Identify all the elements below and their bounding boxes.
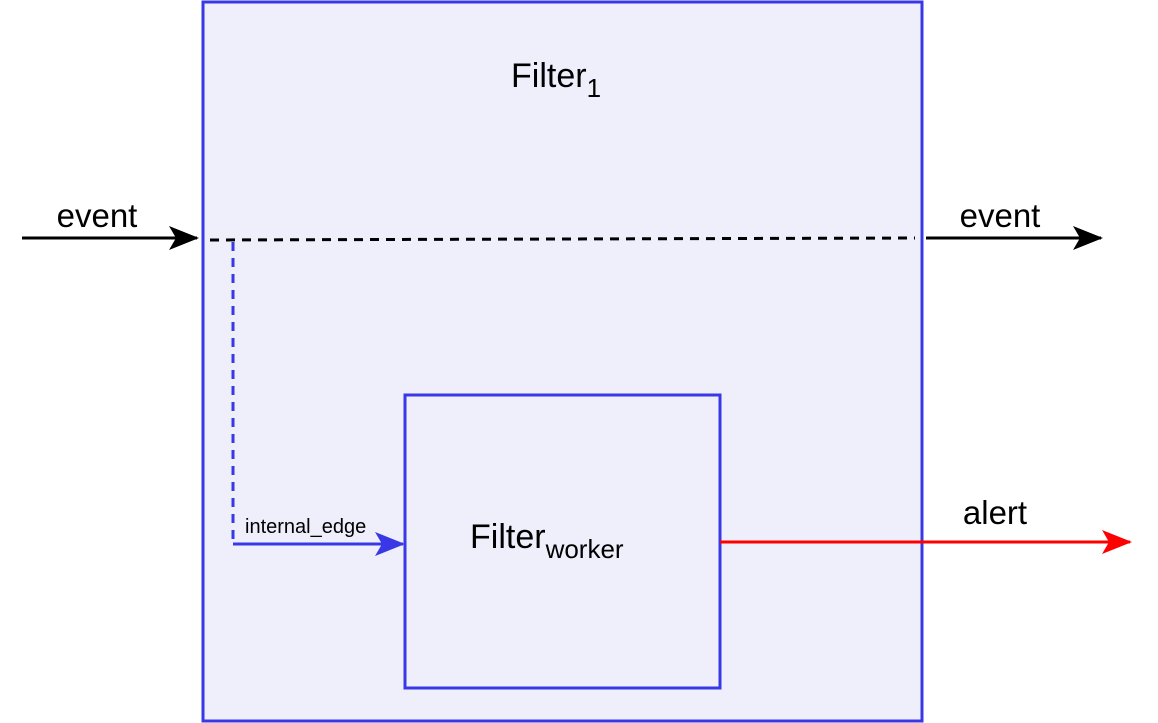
event-in-label: event (57, 197, 138, 234)
event-passthrough-edge[interactable] (209, 236, 916, 242)
worker-filter-box[interactable] (403, 393, 722, 690)
outer-filter-label-main: Filter (511, 57, 587, 95)
outer-filter-label-sub: 1 (587, 73, 601, 103)
worker-filter-label-main: Filter (470, 518, 546, 556)
worker-filter-label: Filterworker (470, 518, 624, 564)
outer-filter-label: Filter1 (511, 57, 601, 103)
event-out-label: event (960, 197, 1041, 234)
alert-label: alert (963, 494, 1027, 531)
worker-filter-label-sub: worker (545, 534, 624, 564)
internal-edge-label: internal_edge (245, 516, 366, 538)
